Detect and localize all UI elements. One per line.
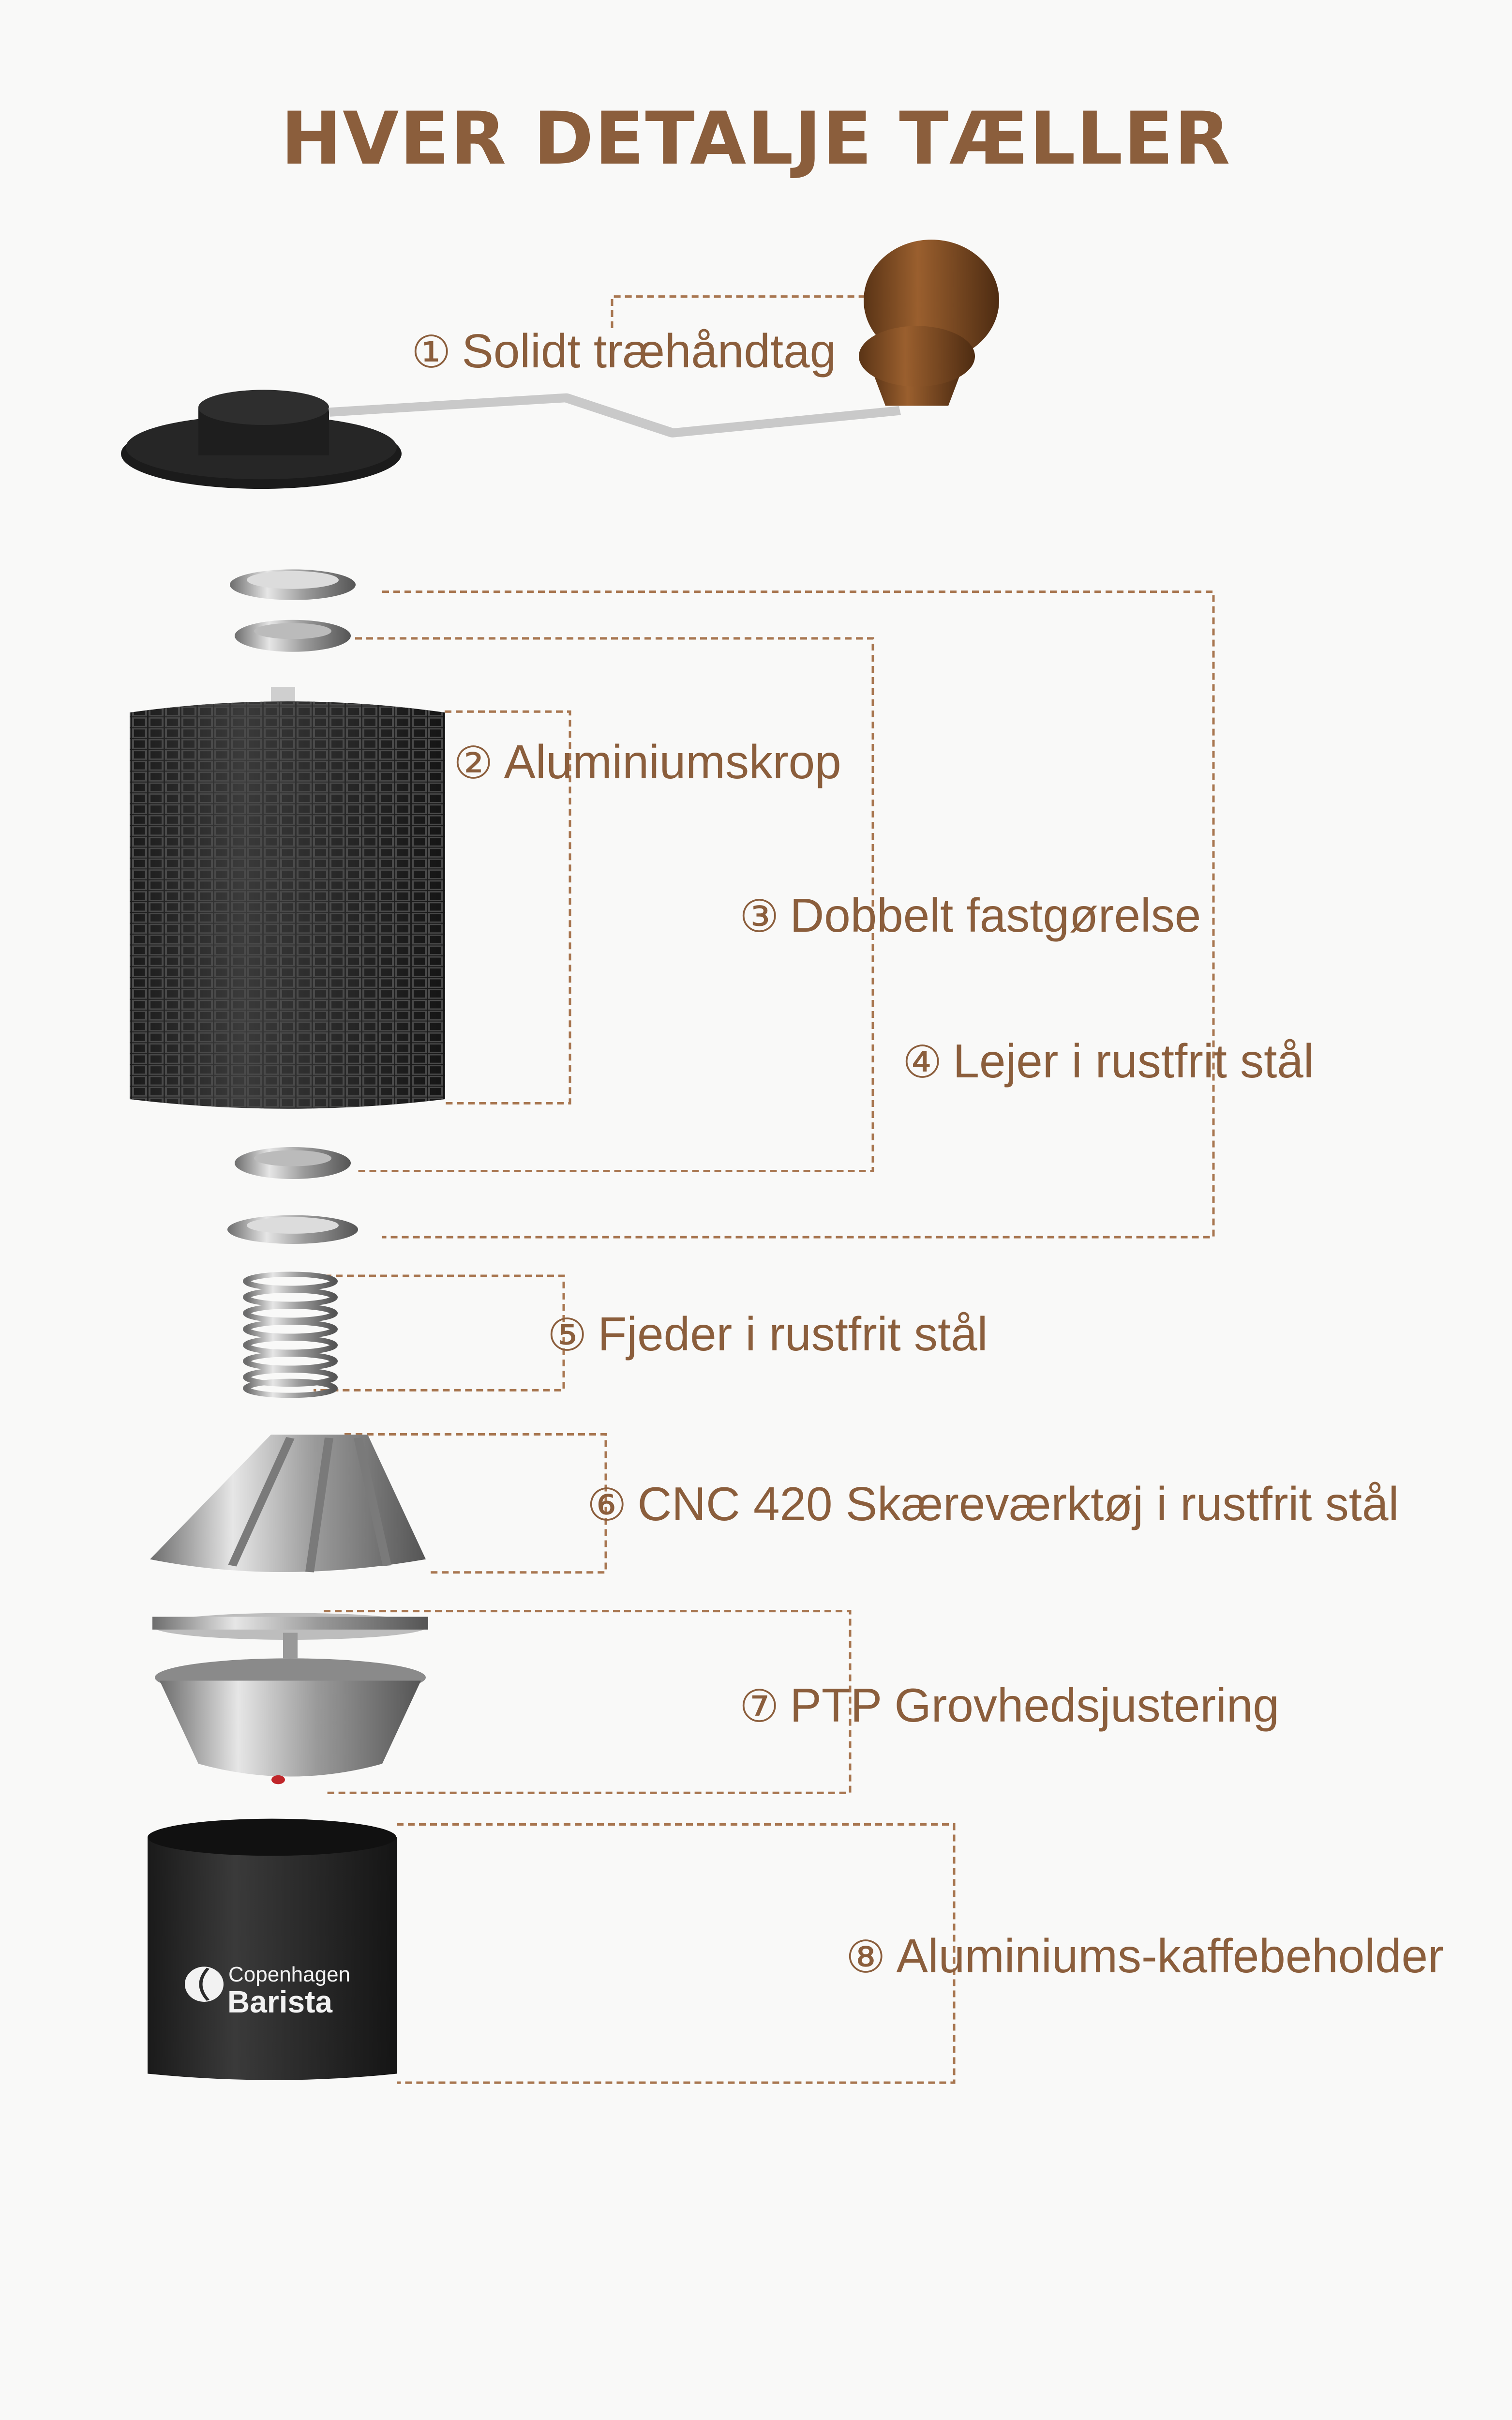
- bearing-images: [227, 569, 358, 1244]
- page-title: HVER DETALJE TÆLLER: [281, 97, 1231, 181]
- cnc-burr-image: [150, 1435, 426, 1573]
- brand-line-1: Copenhagen: [228, 1963, 351, 1986]
- leader-line-bearing-outer: [382, 592, 1213, 1238]
- exploded-grinder-diagram: [121, 240, 1512, 2163]
- leader-line-spring: [314, 1276, 564, 1390]
- page-stage: HVER DETALJE TÆLLER Copenhagen Barista ①…: [121, 97, 1512, 2163]
- spring-image: [243, 1271, 338, 1398]
- coffee-container-image: [148, 1818, 397, 2080]
- coffee-bean-logo-icon: [185, 1966, 224, 2002]
- ptp-adjuster-image: [152, 1613, 428, 1785]
- aluminium-body-image: [130, 687, 445, 1109]
- leader-line-container: [397, 1825, 954, 2083]
- wood-handle-image: [121, 240, 999, 489]
- leader-line-bearing-inner: [355, 638, 873, 1171]
- leader-line-body: [445, 711, 570, 1103]
- leader-lines: [314, 297, 1213, 2083]
- brand-line-2: Barista: [227, 1984, 332, 2019]
- leader-line-1: [612, 297, 877, 328]
- leader-line-ptp: [324, 1611, 850, 1793]
